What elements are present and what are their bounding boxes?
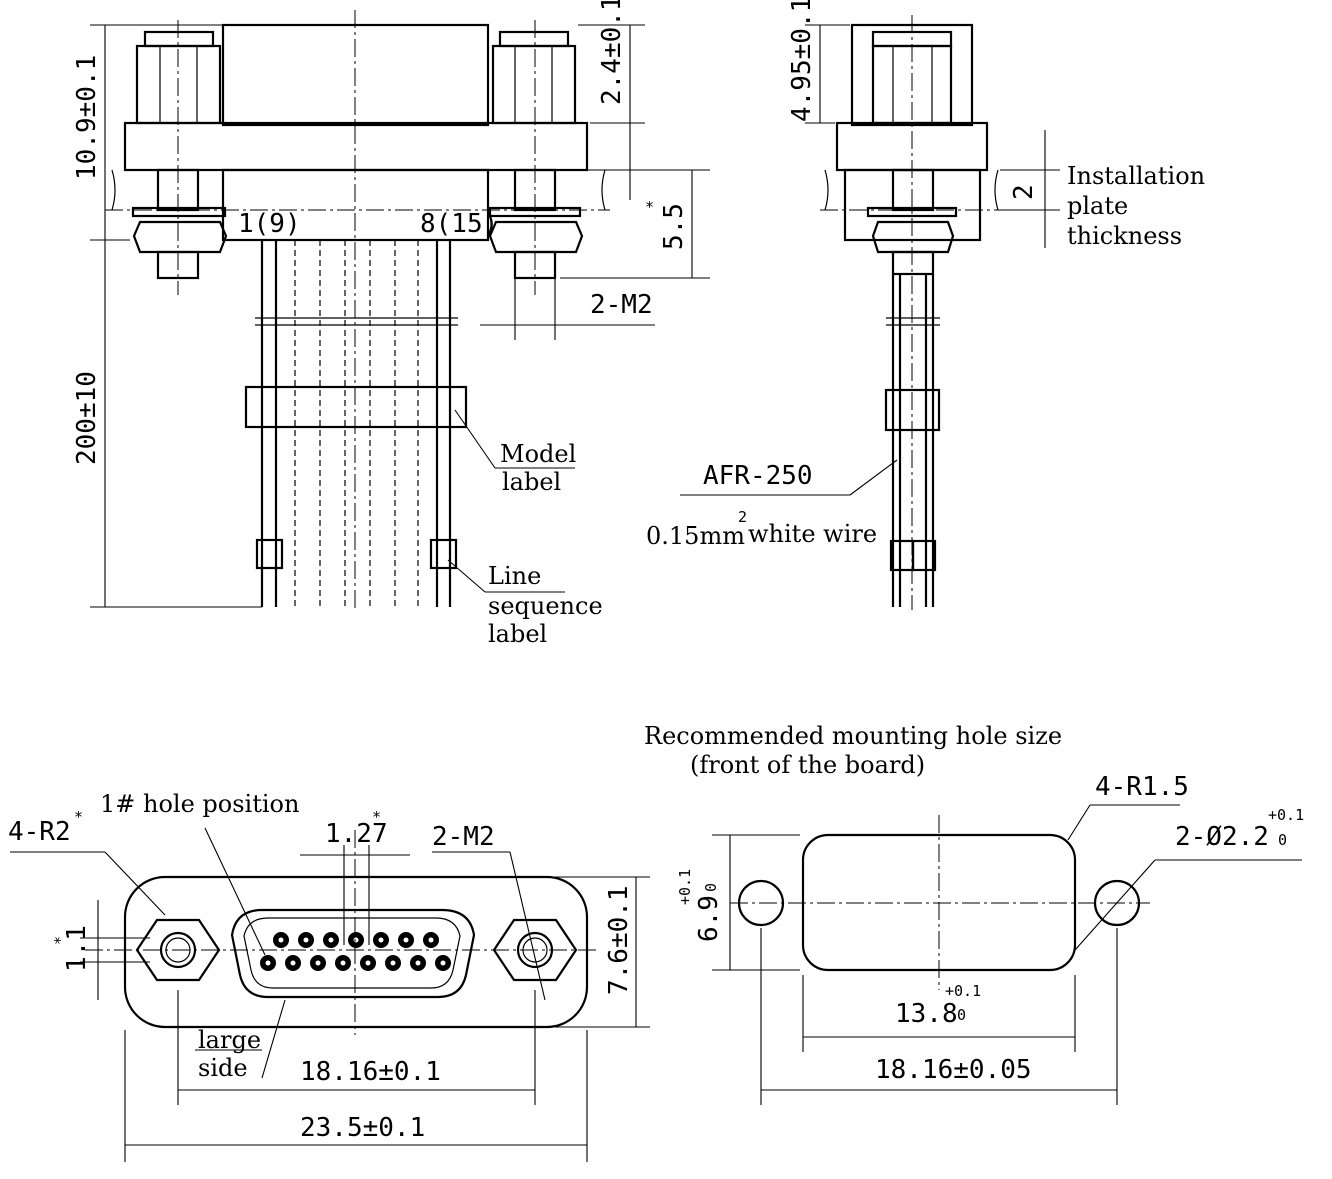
pin-last: 8(15): [420, 209, 498, 239]
hole-position-label: 1# hole position: [100, 790, 299, 818]
offset-mark: *: [51, 936, 69, 945]
depth-dim: 5.5: [659, 203, 689, 250]
mount-view: Recommended mounting hole size (front of…: [644, 722, 1304, 1105]
pin-grid: [260, 932, 451, 971]
corner-radius: 4-R1.5: [1095, 772, 1189, 802]
width-dim: 23.5±0.1: [300, 1113, 425, 1143]
screw-dim: 2-M2: [590, 290, 653, 320]
left-nut: [131, 168, 228, 280]
hole-dim: 2-Ø2.2: [1175, 822, 1269, 852]
plate-label-line3: thickness: [1067, 222, 1182, 250]
height-tol-lo: 0: [702, 883, 720, 892]
face-view: 4-R2 * 1# hole position 1.27 * 2-M2 1.1 …: [8, 790, 650, 1162]
large-side-line2: side: [198, 1054, 248, 1082]
side-model-label: [884, 388, 941, 432]
height-dim: 10.9±0.1: [72, 55, 102, 180]
mount-subtitle: (front of the board): [690, 751, 925, 779]
face-flange: [123, 875, 589, 1029]
radius-mark: *: [74, 808, 83, 826]
depth-mark: *: [645, 198, 654, 216]
side-view: 4.95±0.1 2 Installation plate thickness …: [646, 0, 1205, 610]
pitch-mark: *: [372, 808, 381, 826]
wire-desc: white wire: [748, 520, 877, 548]
hole-tol-lo: 0: [1278, 831, 1287, 849]
dimension-lines: [90, 24, 710, 608]
side-top-dim: 4.95±0.1: [787, 0, 817, 122]
model-label-line1: Model: [500, 440, 576, 468]
large-side-line1: large: [198, 1026, 261, 1054]
wire-bundle: [255, 240, 458, 607]
cut-height: 6.9: [694, 895, 724, 942]
cut-width: 13.8: [895, 999, 958, 1029]
face-height-dim: 7.6±0.1: [604, 885, 634, 995]
wire-sup: 2: [738, 508, 747, 526]
face-screw-dim: 2-M2: [432, 822, 495, 852]
plate-label-line2: plate: [1067, 192, 1128, 220]
offset-dim: 1.1: [62, 925, 92, 972]
wire-spec: 0.15mm: [646, 522, 745, 550]
cut-tol-up: +0.1: [945, 982, 981, 1000]
radius-dim: 4-R2: [8, 817, 71, 847]
flange: [123, 121, 589, 172]
sequence-label-line2: sequence: [488, 592, 603, 620]
height-tol-up: +0.1: [676, 869, 694, 905]
length-dim: 200±10: [72, 371, 102, 465]
right-hex-post: [491, 30, 577, 125]
top-dim: 2.4±0.1: [597, 0, 627, 105]
wire-type: AFR-250: [703, 461, 813, 491]
sequence-label-left: [255, 538, 284, 570]
d-shell-outer: [230, 908, 476, 999]
cut-tol-lo: 0: [957, 1006, 966, 1024]
sequence-label-line3: label: [488, 620, 547, 648]
hole-tol-up: +0.1: [1268, 806, 1304, 824]
front-view: 10.9±0.1 2.4±0.1 5.5 * 1(9) 8(15) 2-M2 2…: [72, 0, 710, 648]
sequence-label-right: [429, 538, 458, 570]
model-label-line2: label: [502, 468, 561, 496]
plate-dim: 2: [1009, 184, 1039, 200]
right-nut: [488, 168, 584, 280]
pitch-dim: 1.27: [325, 819, 388, 849]
span-dim: 18.16±0.05: [875, 1055, 1032, 1085]
plate-label-line1: Installation: [1067, 162, 1205, 190]
pin-first: 1(9): [238, 209, 301, 239]
mount-title: Recommended mounting hole size: [644, 722, 1062, 750]
sequence-label-line1: Line: [488, 562, 541, 590]
model-label-band: [244, 385, 468, 429]
hole-span-dim: 18.16±0.1: [300, 1057, 441, 1087]
